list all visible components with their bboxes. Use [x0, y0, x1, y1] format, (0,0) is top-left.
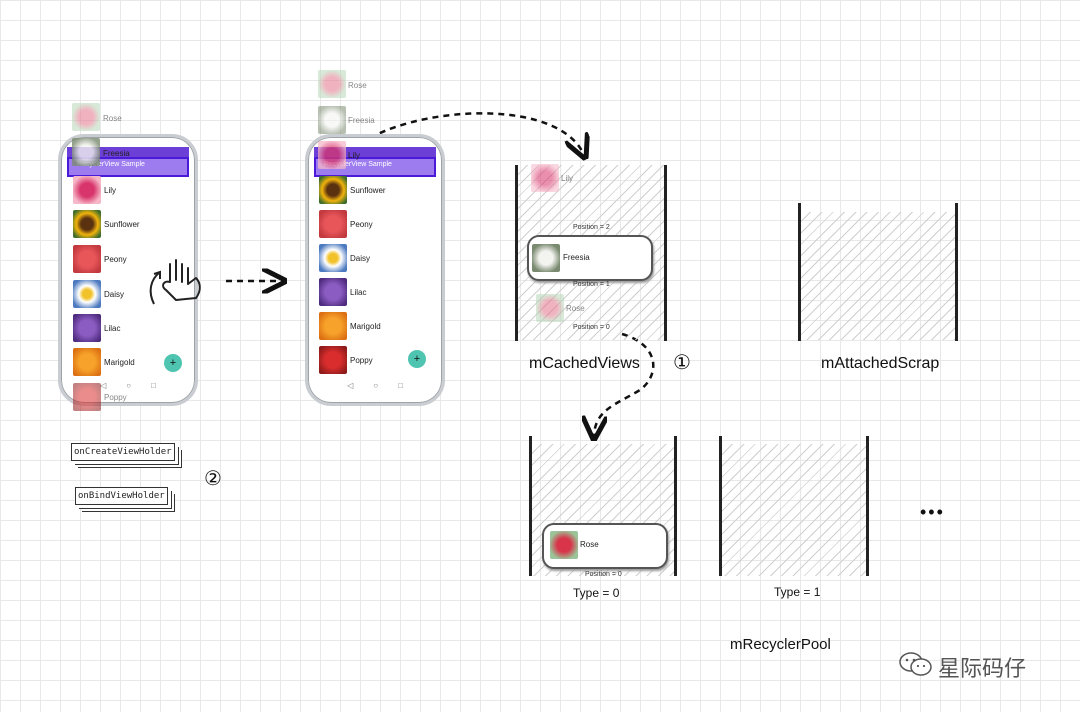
add-fab-button[interactable]: + — [408, 350, 426, 368]
freesia-thumb — [72, 138, 100, 166]
list-item-label: Rose — [103, 114, 122, 123]
cached-views-right-wall — [664, 165, 667, 341]
sunflower-thumb — [73, 210, 101, 238]
list-item-label: Marigold — [104, 358, 135, 367]
position-label: Position = 1 — [573, 281, 610, 288]
list-item-label: Rose — [566, 304, 585, 313]
position-label: Position = 0 — [585, 571, 622, 578]
status-bar — [67, 147, 189, 157]
list-item-label: Lily — [104, 186, 117, 195]
on-bind-view-holder-badge: onBindViewHolder — [75, 487, 168, 505]
list-item-label: Daisy — [350, 254, 371, 263]
type-zero-label: Type = 0 — [573, 586, 620, 600]
home-icon[interactable]: ○ — [126, 381, 132, 390]
poppy-thumb — [319, 346, 347, 374]
type-one-label: Type = 1 — [774, 585, 821, 599]
list-item-label: Marigold — [350, 322, 381, 331]
pool-type1-left-wall — [719, 436, 722, 576]
back-icon[interactable]: ◁ — [100, 381, 107, 390]
attached-scrap-container — [800, 212, 955, 340]
list-item-label: Lily — [561, 174, 574, 183]
cached-views-label: mCachedViews — [529, 355, 640, 372]
attached-scrap-label: mAttachedScrap — [821, 355, 940, 372]
daisy-thumb — [319, 244, 347, 272]
lily-thumb — [318, 141, 346, 169]
more-pools-ellipsis: ••• — [920, 502, 945, 522]
position-label: Position = 0 — [573, 324, 610, 331]
pool-type0-left-wall — [529, 436, 532, 576]
back-icon[interactable]: ◁ — [347, 381, 354, 390]
poppy-thumb — [73, 383, 101, 411]
freesia-thumb — [532, 244, 560, 272]
list-item-label: Freesia — [563, 253, 590, 262]
list-item-label: Peony — [350, 220, 373, 229]
attached-scrap-right-wall — [955, 203, 958, 341]
recycle-to-cache-arrow — [369, 112, 584, 155]
cache-to-pool-arrow — [594, 332, 655, 436]
status-bar — [314, 147, 436, 157]
pool-type1-container — [722, 444, 866, 576]
app-title: RecyclerView Sample — [324, 161, 392, 168]
cached-views-left-wall — [515, 165, 518, 341]
lily-thumb — [531, 164, 559, 192]
list-item-label: Lilac — [350, 288, 367, 297]
rose-thumb — [536, 294, 564, 322]
list-item-label: Sunflower — [350, 186, 386, 195]
list-item-label: Lilac — [104, 324, 121, 333]
pool-type0-right-wall — [674, 436, 677, 576]
position-label: Position = 2 — [573, 224, 610, 231]
recent-icon[interactable]: □ — [398, 381, 403, 390]
rose-thumb — [550, 531, 578, 559]
nav-bar: ◁ ○ □ — [61, 381, 195, 395]
swipe-hand-icon — [149, 259, 201, 305]
lily-thumb — [73, 176, 101, 204]
daisy-thumb — [73, 280, 101, 308]
list-item-label: Sunflower — [104, 220, 140, 229]
list-item-label: Peony — [104, 255, 127, 264]
peony-thumb — [73, 245, 101, 273]
list-item-label: Daisy — [104, 290, 125, 299]
recent-icon[interactable]: □ — [151, 381, 156, 390]
list-item-label: Lily — [348, 151, 361, 160]
app-title: RecyclerView Sample — [77, 161, 145, 168]
marigold-thumb — [73, 348, 101, 376]
rose-thumb — [72, 103, 100, 131]
list-item-label: Rose — [348, 81, 367, 90]
recycler-pool-label: mRecyclerPool — [730, 636, 831, 653]
list-item-label: Rose — [580, 540, 599, 549]
home-icon[interactable]: ○ — [373, 381, 379, 390]
step-two-marker: ② — [204, 468, 222, 490]
list-item-label: Poppy — [104, 393, 127, 402]
nav-bar: ◁ ○ □ — [308, 381, 442, 395]
freesia-thumb — [318, 106, 346, 134]
pool-type1-right-wall — [866, 436, 869, 576]
rose-thumb — [318, 70, 346, 98]
attached-scrap-left-wall — [798, 203, 801, 341]
lilac-thumb — [73, 314, 101, 342]
on-create-view-holder-badge: onCreateViewHolder — [71, 443, 175, 461]
marigold-thumb — [319, 312, 347, 340]
wechat-logo-icon — [899, 652, 932, 676]
sunflower-thumb — [319, 176, 347, 204]
add-fab-button[interactable]: + — [164, 354, 182, 372]
list-item-label: Freesia — [348, 116, 375, 125]
peony-thumb — [319, 210, 347, 238]
lilac-thumb — [319, 278, 347, 306]
watermark-text: 星际码仔 — [938, 657, 1027, 682]
list-item-label: Poppy — [350, 356, 373, 365]
list-item-label: Freesia — [103, 149, 130, 158]
step-one-marker: ① — [673, 352, 691, 374]
